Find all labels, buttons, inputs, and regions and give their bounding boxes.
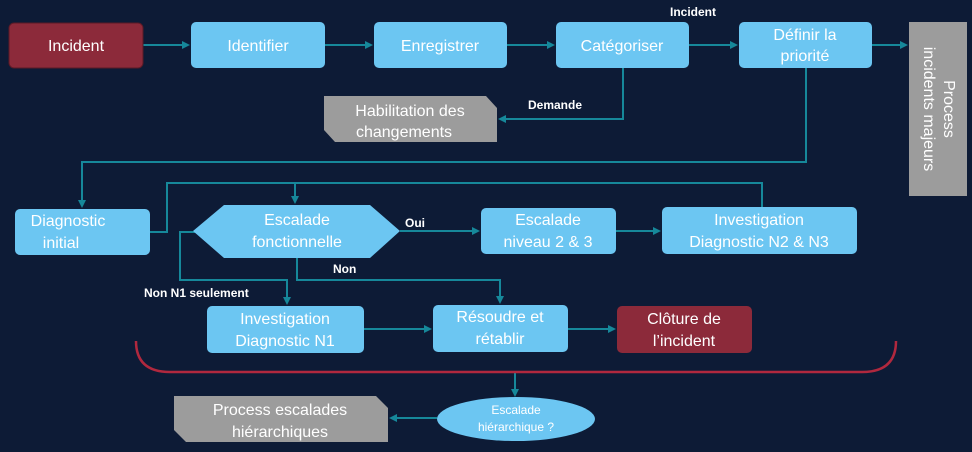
label-incident-major: Incident (670, 5, 716, 19)
node-identifier[interactable]: Identifier (191, 22, 325, 68)
node-resoudre-retablir[interactable]: Résoudre et rétablir (433, 305, 568, 352)
node-inv-n2-line2: Diagnostic N2 & N3 (689, 234, 829, 251)
node-incident[interactable]: Incident (8, 22, 144, 69)
edge-escalade-non (296, 258, 504, 304)
node-escalade-hierarchique[interactable]: Escalade hiérarchique ? (437, 397, 595, 441)
node-diagnostic-line1: Diagnostic (31, 213, 106, 230)
node-investigation-n1[interactable]: Investigation Diagnostic N1 (207, 306, 364, 353)
node-escalade-fonctionnelle[interactable]: Escalade fonctionnelle (193, 205, 400, 258)
edge-priorite-diagnostic (78, 68, 807, 208)
edge-diagnostic-escalade (150, 182, 763, 233)
node-escalade-f-line2: fonctionnelle (252, 234, 342, 251)
node-majeurs-line2: incidents majeurs (920, 47, 937, 172)
node-resoudre-line1: Résoudre et (456, 309, 544, 326)
node-resoudre-line2: rétablir (476, 331, 526, 348)
edge-categoriser-habilitation (498, 68, 624, 123)
node-diagnostic-line2: initial (43, 235, 79, 252)
node-identifier-label: Identifier (227, 38, 289, 55)
node-habilitation-line2: changements (356, 124, 452, 141)
label-non: Non (333, 262, 356, 276)
node-escalade-f-line1: Escalade (264, 212, 330, 229)
node-cloture-line1: Clôture de (647, 311, 721, 328)
node-inv-n2-line1: Investigation (714, 212, 804, 229)
node-process-escalades[interactable]: Process escalades hiérarchiques (174, 396, 388, 442)
node-enregistrer-label: Enregistrer (401, 38, 480, 55)
node-escalades-line2: hiérarchiques (232, 424, 328, 441)
node-majeurs-line1: Process (940, 80, 957, 138)
node-investigation-n2-n3[interactable]: Investigation Diagnostic N2 & N3 (662, 207, 857, 254)
node-hier-line1: Escalade (491, 403, 541, 417)
node-escalade-n-line2: niveau 2 & 3 (504, 234, 593, 251)
node-habilitation-line1: Habilitation des (355, 103, 464, 120)
node-enregistrer[interactable]: Enregistrer (374, 22, 507, 68)
node-inv-n1-line1: Investigation (240, 311, 330, 328)
node-diagnostic-initial[interactable]: Diagnostic initial (15, 209, 150, 255)
label-demande: Demande (528, 98, 582, 112)
node-process-incidents-majeurs[interactable]: Process incidents majeurs (909, 22, 967, 196)
node-escalades-line1: Process escalades (213, 402, 347, 419)
node-definir-priorite-line1: Définir la (773, 27, 836, 44)
node-categoriser-label: Catégoriser (581, 38, 664, 55)
node-inv-n1-line2: Diagnostic N1 (235, 333, 335, 350)
connectors (78, 41, 908, 422)
node-escalade-n-line1: Escalade (515, 212, 581, 229)
node-cloture-line2: l’incident (653, 333, 716, 350)
label-non-n1: Non N1 seulement (144, 286, 249, 300)
node-escalade-niveau[interactable]: Escalade niveau 2 & 3 (481, 208, 616, 254)
node-hier-line2: hiérarchique ? (478, 420, 554, 434)
node-cloture-incident[interactable]: Clôture de l’incident (617, 306, 752, 353)
node-incident-label: Incident (48, 38, 105, 55)
node-habilitation-changements[interactable]: Habilitation des changements (324, 96, 497, 142)
label-oui: Oui (405, 216, 425, 230)
grouping-brace (134, 340, 898, 374)
node-categoriser[interactable]: Catégoriser (556, 22, 689, 68)
edge-escalade-non-n1 (179, 231, 291, 305)
node-definir-priorite[interactable]: Définir la priorité (739, 22, 872, 68)
node-definir-priorite-line2: priorité (781, 48, 830, 65)
